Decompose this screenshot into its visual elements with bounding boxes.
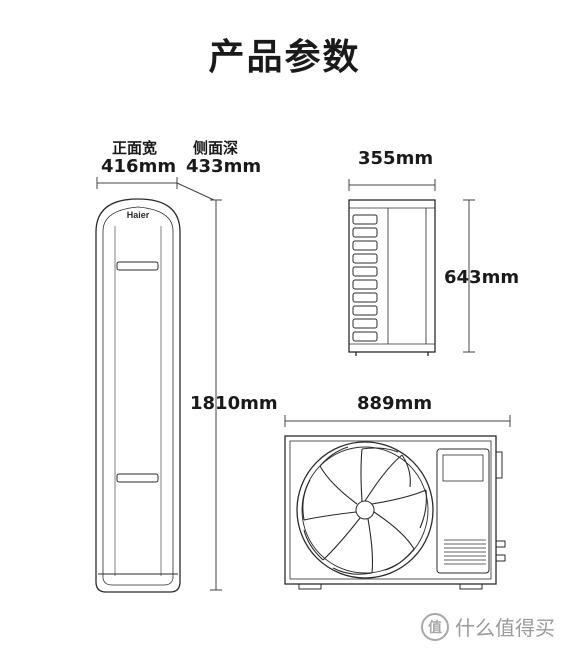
watermark: 值 什么值得买 [421, 612, 555, 641]
side-depth-value: 433mm [186, 156, 262, 177]
indoor-unit [95, 177, 222, 593]
page-title: 产品参数 [208, 37, 361, 78]
outdoor-height-value: 643mm [444, 267, 520, 288]
side-depth-label: 侧面深 [193, 139, 239, 157]
watermark-text: 什么值得买 [455, 616, 555, 640]
outdoor-depth-value: 355mm [358, 148, 434, 169]
watermark-logo-icon: 值 [421, 612, 449, 641]
haier-logo: Haier [127, 210, 150, 220]
outdoor-front-unit [284, 415, 511, 590]
front-width-label: 正面宽 [112, 139, 158, 157]
outdoor-width-value: 889mm [357, 393, 433, 414]
outdoor-side-unit [348, 179, 475, 356]
indoor-height-value: 1810mm [190, 393, 278, 414]
front-width-value: 416mm [101, 156, 177, 177]
